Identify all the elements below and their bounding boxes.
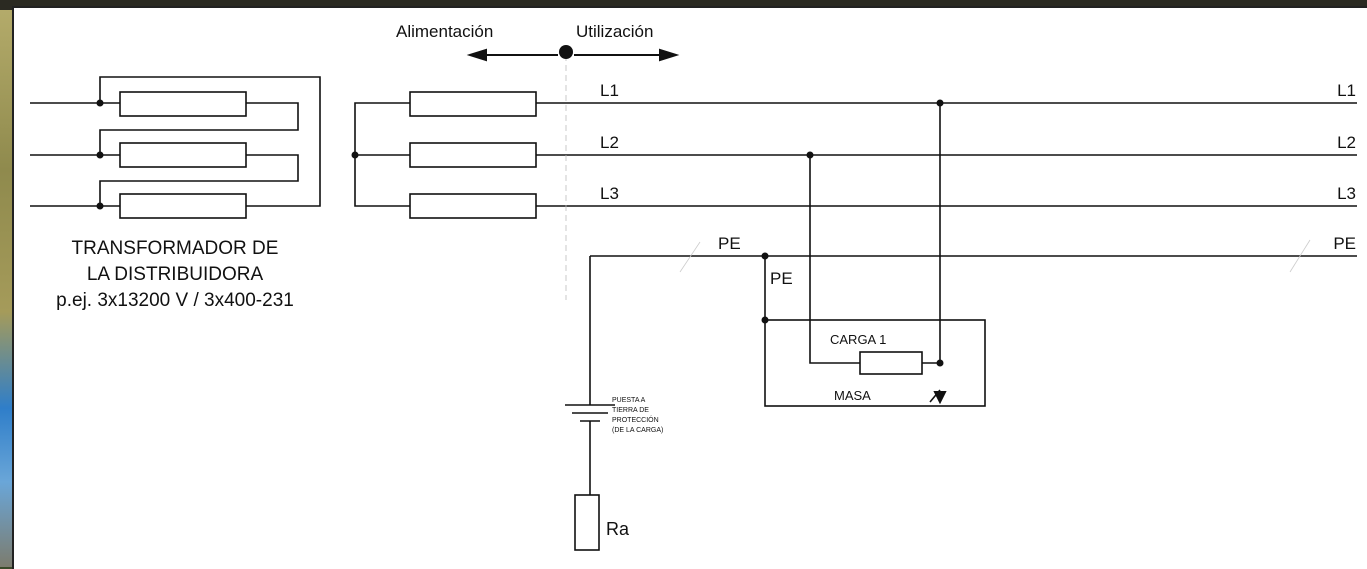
- load-resistor: [859, 351, 923, 375]
- label-l2-right: L2: [1337, 133, 1356, 152]
- l2-drop: [809, 155, 860, 364]
- ground-label-line2: TIERRA DE: [612, 407, 649, 414]
- transformer-secondary: [354, 91, 537, 219]
- label-l3-right: L3: [1337, 184, 1356, 203]
- label-alimentacion: Alimentación: [396, 22, 493, 41]
- transformer-title-line1: TRANSFORMADOR DE: [72, 238, 279, 259]
- label-pe-drop: PE: [770, 269, 793, 288]
- label-utilizacion: Utilización: [576, 22, 653, 41]
- label-ra: Ra: [606, 519, 630, 539]
- background-top-strip: [0, 0, 1367, 10]
- transformer-title-line3: p.ej. 3x13200 V / 3x400-231: [56, 290, 294, 311]
- label-masa: MASA: [834, 388, 871, 403]
- ground-electrode: [565, 256, 615, 551]
- direction-arrows: [466, 48, 947, 405]
- transformer-primary: [30, 76, 321, 219]
- label-pe-top: PE: [718, 234, 741, 253]
- label-l2-left: L2: [600, 133, 619, 152]
- ground-label-line4: (DE LA CARGA): [612, 427, 663, 434]
- label-pe-right: PE: [1333, 234, 1356, 253]
- masa-box: [764, 319, 986, 407]
- label-carga: CARGA 1: [830, 332, 886, 347]
- label-l1-right: L1: [1337, 81, 1356, 100]
- transformer-title-line2: LA DISTRIBUIDORA: [87, 264, 264, 285]
- label-l3-left: L3: [600, 184, 619, 203]
- label-l1-left: L1: [600, 81, 619, 100]
- junction-dots: [96, 45, 944, 367]
- ground-label-line1: PUESTA A: [612, 397, 646, 404]
- ground-label-line3: PROTECCIÓN: [612, 415, 659, 424]
